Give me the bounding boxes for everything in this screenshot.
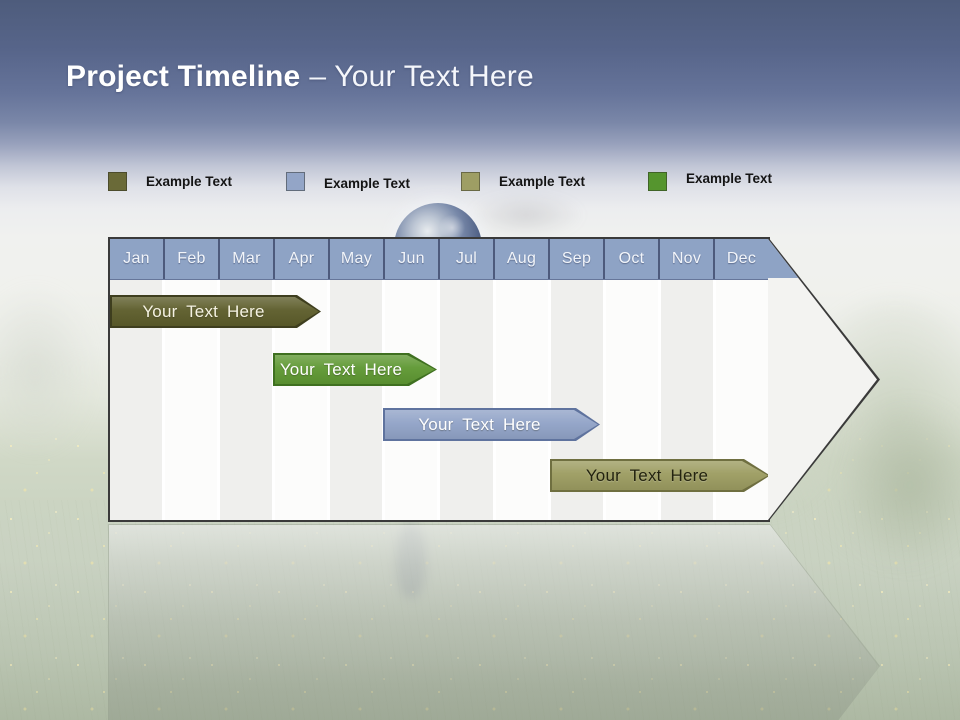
tree-blur	[840, 400, 960, 570]
legend-label: Example Text	[146, 173, 233, 189]
month-header-row: Jan Feb Mar Apr May Jun Jul Aug Sep Oct …	[110, 239, 768, 280]
month-header-cell-nov[interactable]: Nov	[658, 239, 713, 279]
title-emphasis: Project Timeline	[66, 60, 301, 93]
timeline-bar-2[interactable]: Your Text Here	[273, 353, 437, 386]
timeline-bar-fill	[112, 297, 319, 326]
timeline-bar-label: Your Text Here	[418, 414, 541, 434]
timeline-reflection	[108, 524, 880, 720]
month-header-cell-aug[interactable]: Aug	[493, 239, 548, 279]
month-header-cell-jan[interactable]: Jan	[110, 239, 163, 279]
month-column	[437, 280, 493, 520]
timeline-bar-label: Your Text Here	[142, 301, 265, 321]
timeline-bar-fill	[275, 355, 435, 384]
timeline-bar-label: Your Text Here	[279, 359, 403, 379]
month-header-cell-sep[interactable]: Sep	[548, 239, 603, 279]
legend-item-1[interactable]: Example Text	[108, 170, 232, 192]
smoke-wisp	[468, 194, 584, 236]
timeline-bar-3[interactable]: Your Text Here	[383, 408, 600, 441]
legend-color-swatch	[648, 171, 667, 191]
legend-item-3[interactable]: Example Text	[461, 170, 585, 192]
timeline-reflection-fade	[109, 525, 879, 720]
month-header-cell-may[interactable]: May	[328, 239, 383, 279]
month-column	[382, 280, 438, 520]
timeline-bar-label: Your Text Here	[585, 465, 709, 485]
month-header-cell-feb[interactable]: Feb	[163, 239, 218, 279]
legend-label: Example Text	[324, 175, 411, 191]
timeline-table: Jan Feb Mar Apr May Jun Jul Aug Sep Oct …	[108, 237, 770, 522]
timeline-bar-4[interactable]: Your Text Here	[550, 459, 770, 492]
month-header-cell-mar[interactable]: Mar	[218, 239, 273, 279]
tree-blur	[0, 285, 95, 455]
legend-item-2[interactable]: Example Text	[286, 170, 410, 192]
month-header-cell-apr[interactable]: Apr	[273, 239, 328, 279]
month-header-cell-jun[interactable]: Jun	[383, 239, 438, 279]
month-header-cell-dec[interactable]: Dec	[713, 239, 768, 279]
month-column	[327, 280, 383, 520]
legend-color-swatch	[286, 171, 305, 191]
legend-color-swatch	[108, 171, 127, 191]
month-column	[492, 280, 548, 520]
title-suffix: – Your Text Here	[309, 60, 534, 93]
month-header-cell-jul[interactable]: Jul	[438, 239, 493, 279]
timeline-bar-fill	[385, 410, 598, 439]
timeline-bar-1[interactable]: Your Text Here	[110, 295, 321, 328]
legend-item-4[interactable]: Example Text	[648, 170, 772, 192]
legend-label: Example Text	[499, 173, 586, 189]
month-header-cell-oct[interactable]: Oct	[603, 239, 658, 279]
timeline-bar-fill	[552, 461, 768, 490]
legend-label: Example Text	[686, 170, 773, 186]
slide-title[interactable]: Project Timeline– Your Text Here	[66, 58, 534, 96]
legend-color-swatch	[461, 171, 480, 191]
